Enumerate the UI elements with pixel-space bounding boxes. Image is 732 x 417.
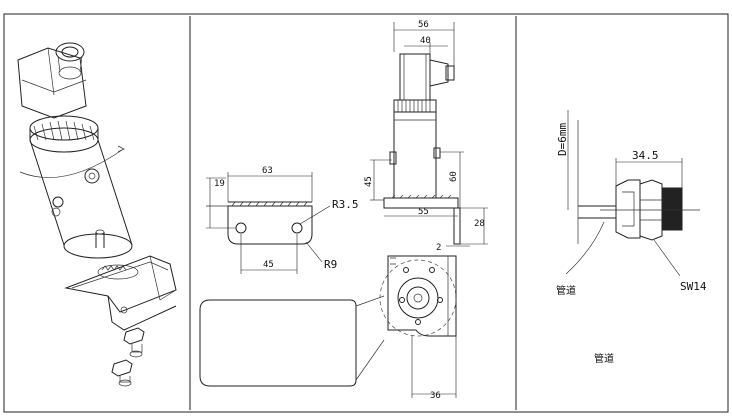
dim-top-inner: 40 xyxy=(420,36,431,46)
dim-bend-radius: R9 xyxy=(324,258,337,271)
sheet-border xyxy=(3,13,729,413)
dim-fitting-length: 34.5 xyxy=(632,149,659,162)
dim-hole-radius: R3.5 xyxy=(332,198,359,211)
label-pipe-left: 管道 xyxy=(556,284,576,297)
dim-mount-height: 60 xyxy=(449,171,459,182)
label-wrench-size: SW14 xyxy=(680,280,707,293)
dim-pipe-diameter: D=6mm xyxy=(556,123,569,156)
dim-bracket-width: 63 xyxy=(262,166,273,176)
plate-front-view: 36 xyxy=(379,255,457,401)
dim-hole-spacing: 45 xyxy=(263,260,274,270)
dim-base-width: 55 xyxy=(418,207,429,217)
isometric-assembly xyxy=(17,42,177,387)
dim-top-outer: 56 xyxy=(418,20,429,30)
dim-body-height: 45 xyxy=(364,176,374,187)
dim-plate-height: 28 xyxy=(474,219,485,229)
callout-leader xyxy=(355,295,385,381)
dim-bracket-offset: 19 xyxy=(214,179,225,189)
dim-plate-thickness: 2 xyxy=(436,243,441,253)
callout-box xyxy=(199,299,357,387)
dim-plate-width: 36 xyxy=(430,391,441,401)
label-pipe-bottom: 管道 xyxy=(594,352,614,365)
bracket-flat-view: 63 19 45 R3.5 R9 xyxy=(206,166,359,274)
pipe-mount-view: D=6mm 34.5 SW14 管道 管道 xyxy=(556,110,707,365)
sensor-side-view: 56 40 45 60 55 28 2 xyxy=(364,20,488,253)
